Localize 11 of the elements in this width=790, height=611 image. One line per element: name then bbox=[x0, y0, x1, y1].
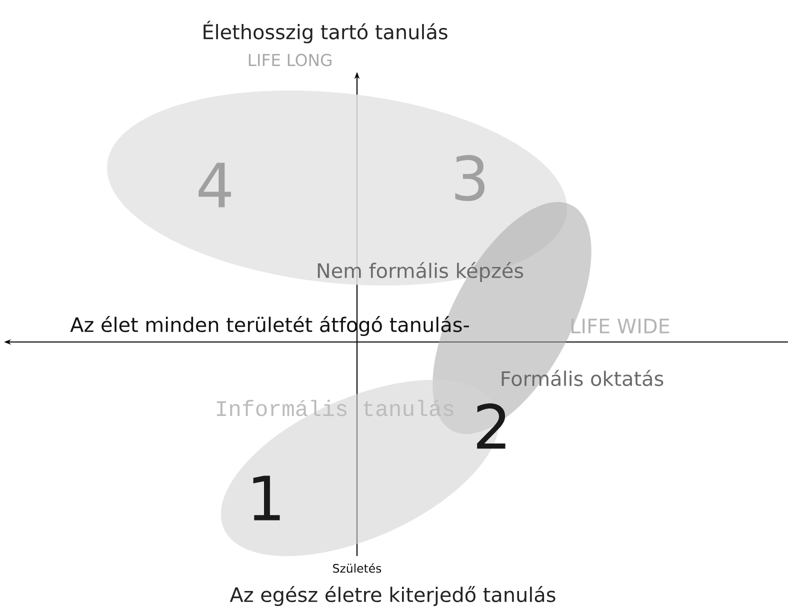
axis-label: LIFE LONG bbox=[248, 54, 332, 66]
region-label: Formális oktatás bbox=[502, 370, 664, 386]
region-label: Nem formális képzés bbox=[318, 262, 524, 282]
axis-label: LIFE WIDE bbox=[572, 318, 670, 334]
ellipse-region bbox=[107, 90, 567, 286]
region-number: 1 bbox=[253, 476, 280, 520]
region-number: 2 bbox=[477, 403, 506, 449]
axis-title: Az egész életre kiterjedő tanulás bbox=[230, 586, 556, 606]
region-number: 3 bbox=[455, 154, 484, 202]
region-number: 4 bbox=[198, 162, 231, 208]
axis-title: Élethosszig tartó tanulás bbox=[204, 20, 448, 44]
